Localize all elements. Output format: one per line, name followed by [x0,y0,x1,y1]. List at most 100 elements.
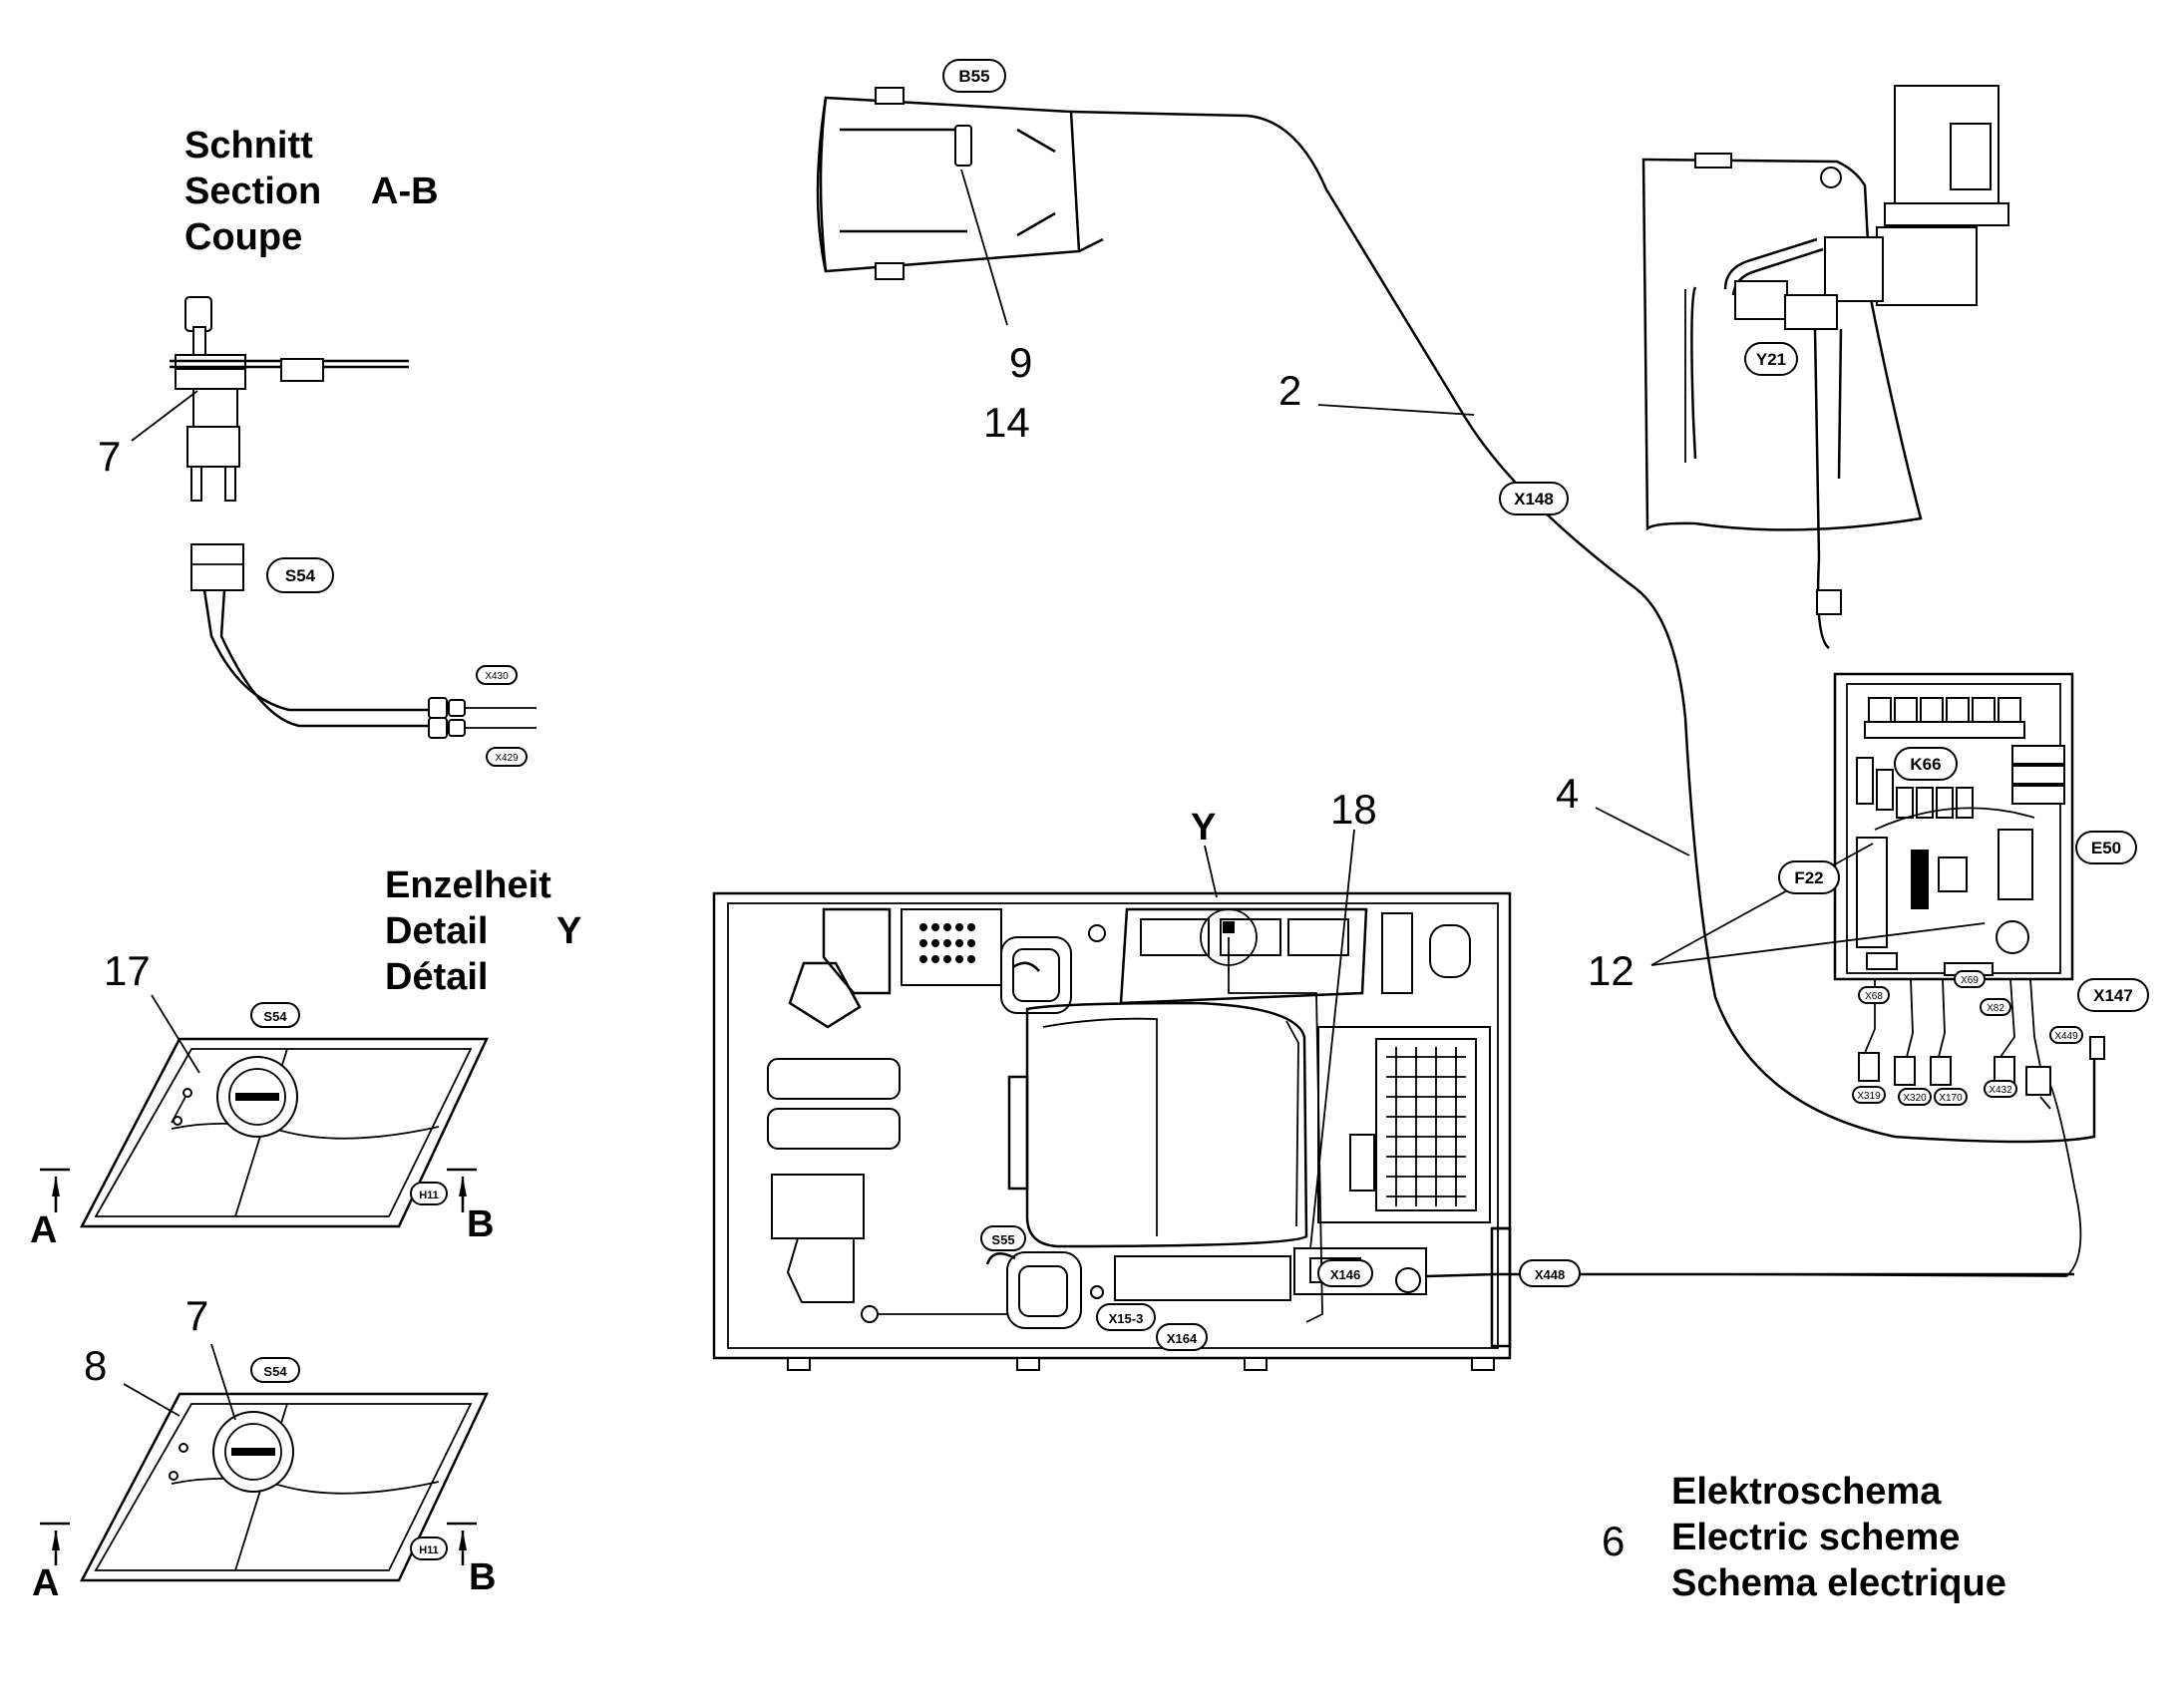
svg-text:X69: X69 [1961,975,1979,986]
tag-x319: X319 [1852,1086,1886,1104]
callout-14: 14 [983,399,1030,446]
tag-x146: X146 [1317,1259,1373,1287]
svg-text:S54: S54 [263,1364,287,1379]
tag-s54-detail-bottom: S54 [250,1357,300,1383]
tag-x170: X170 [1934,1088,1968,1106]
control-box-cables [1704,978,2105,1277]
tag-h11-top: H11 [410,1182,448,1205]
svg-text:X82: X82 [1987,1003,2004,1014]
detail-heading-en: Detail [385,910,488,952]
svg-text:H11: H11 [419,1190,439,1201]
detail-heading-fr: Détail [385,956,488,998]
svg-text:B55: B55 [958,67,989,86]
tag-x15-3: X15-3 [1096,1303,1156,1331]
tag-x82: X82 [1980,998,2011,1016]
svg-text:K66: K66 [1910,755,1941,774]
electric-heading-en: Electric scheme [1671,1517,1960,1558]
section-heading-de: Schnitt [184,125,313,167]
detail-heading-y: Y [556,910,581,952]
tag-h11-bottom: H11 [410,1537,448,1560]
callout-17: 17 [104,947,151,994]
svg-text:X164: X164 [1167,1331,1198,1346]
tag-x68: X68 [1858,986,1890,1004]
svg-text:H11: H11 [419,1544,439,1556]
leader-12a [1650,843,1874,966]
tags: B55 S54 S54 S54 S55 X148 Y21 K66 E50 F22… [250,59,2149,1560]
tag-x69: X69 [1954,970,1986,988]
svg-text:S54: S54 [285,566,316,585]
callout-7-section: 7 [98,433,121,480]
tag-x430: X430 [476,665,518,685]
callout-8: 8 [84,1342,107,1389]
svg-text:X148: X148 [1514,490,1554,509]
svg-text:X15-3: X15-3 [1109,1311,1144,1326]
callouts: 2 4 6 7 7 8 9 12 14 17 18 Y [84,339,1635,1564]
svg-text:X170: X170 [1939,1093,1963,1104]
tag-x164: X164 [1156,1323,1208,1351]
callout-12: 12 [1588,947,1635,994]
section-markers: A B A B [30,1168,496,1604]
svg-text:S55: S55 [991,1232,1014,1247]
tag-e50: E50 [2075,831,2137,864]
svg-text:X449: X449 [2054,1031,2078,1042]
section-heading-en: Section [184,171,321,212]
callout-6: 6 [1602,1518,1625,1564]
key-switch-section [131,296,409,502]
electric-heading-de: Elektroschema [1671,1471,1942,1513]
tag-y21: Y21 [1744,342,1798,376]
section-mark-a-top: A [30,1209,57,1251]
cable-2 [1246,114,2096,1144]
tag-s55: S55 [980,1225,1026,1251]
joystick-head [816,87,1248,326]
callout-4: 4 [1556,770,1579,817]
pump-assembly [1641,85,2009,650]
tag-f22: F22 [1778,860,1840,894]
detail-heading-de: Enzelheit [385,864,551,906]
callout-7-detail: 7 [185,1292,208,1339]
svg-text:X429: X429 [495,753,519,764]
svg-text:X448: X448 [1535,1267,1565,1282]
svg-text:X146: X146 [1330,1267,1360,1282]
cable-x448 [1425,1272,2074,1278]
tag-x449: X449 [2049,1026,2083,1044]
svg-text:X432: X432 [1989,1085,2012,1096]
callout-2: 2 [1278,367,1301,414]
tag-s54-detail-top: S54 [250,1002,300,1028]
switch-panel-top [79,1037,489,1228]
tag-x148: X148 [1499,482,1569,515]
tag-s54-harness: S54 [266,557,334,593]
button-grid [919,923,975,963]
electric-heading: Elektroschema Electric scheme Schema ele… [1671,1471,2006,1604]
switch-panel-bottom [79,1343,489,1582]
section-heading-ab: A-B [371,171,439,212]
section-mark-a-bottom: A [32,1562,59,1604]
tag-k66: K66 [1894,747,1958,781]
control-box [1704,672,2105,1277]
tag-x429: X429 [486,747,528,767]
svg-text:F22: F22 [1794,868,1823,887]
callout-18: 18 [1330,786,1377,833]
section-mark-b-top: B [467,1203,494,1245]
svg-text:X320: X320 [1903,1093,1927,1104]
tag-b55: B55 [942,59,1006,93]
leader-12b [1650,922,1986,966]
cab-floor [712,891,1512,1371]
leader-4 [1595,807,1690,856]
tag-x448: X448 [1519,1259,1581,1287]
svg-text:X319: X319 [1857,1091,1881,1102]
leader-17 [151,994,200,1074]
s54-harness [190,543,537,739]
svg-text:X430: X430 [485,671,509,682]
leader-2 [1317,404,1475,416]
svg-text:X68: X68 [1865,991,1883,1002]
section-heading: Schnitt Section A-B Coupe [184,125,439,258]
electric-heading-fr: Schema electrique [1671,1562,2006,1604]
detail-heading: Enzelheit Detail Y Détail [385,864,581,998]
svg-text:S54: S54 [263,1009,287,1024]
leader-18 [1309,829,1355,1249]
tag-x320: X320 [1898,1088,1932,1106]
relay-row [1864,697,2025,739]
tag-x432: X432 [1984,1080,2017,1098]
callout-y: Y [1191,807,1216,849]
